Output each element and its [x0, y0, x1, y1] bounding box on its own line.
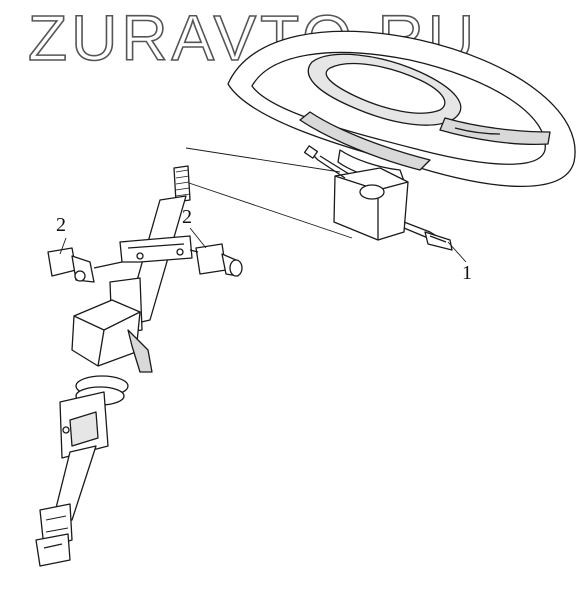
callout-part-1: 1	[462, 262, 472, 284]
sensor-right	[189, 243, 243, 277]
sensor-left	[47, 247, 123, 283]
steering-column	[35, 165, 193, 567]
callout-part-2-right: 2	[182, 206, 192, 228]
steering-wheel	[227, 30, 576, 188]
combination-switch	[303, 145, 453, 251]
callout-part-2-left: 2	[56, 214, 66, 236]
